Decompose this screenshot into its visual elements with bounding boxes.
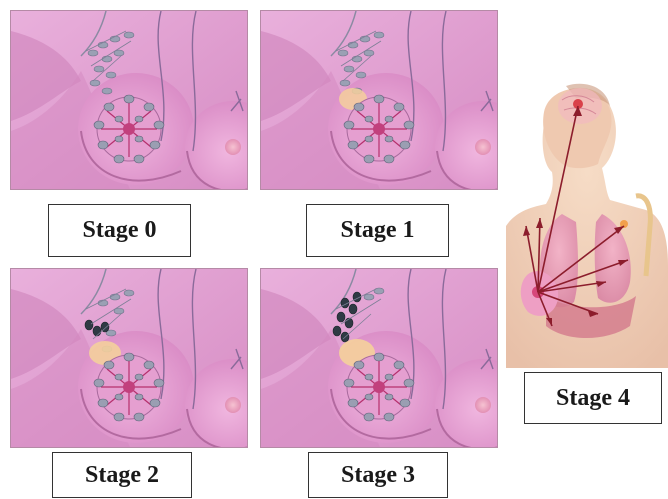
stage-1-label: Stage 1 <box>306 204 449 257</box>
stage-0-label: Stage 0 <box>48 204 191 257</box>
stage-1-illustration <box>260 10 498 190</box>
stage-2-illustration <box>10 268 248 448</box>
breast-anatomy-image <box>261 11 498 190</box>
stage-4-illustration <box>506 76 668 368</box>
breast-anatomy-image <box>261 269 498 448</box>
stage-4-label: Stage 4 <box>524 372 662 424</box>
stage-3-label: Stage 3 <box>308 452 448 498</box>
metastasis-body-image <box>506 76 668 368</box>
breast-anatomy-image <box>11 11 248 190</box>
stage-3-illustration <box>260 268 498 448</box>
stage-0-illustration <box>10 10 248 190</box>
stage-2-label: Stage 2 <box>52 452 192 498</box>
breast-anatomy-image <box>11 269 248 448</box>
